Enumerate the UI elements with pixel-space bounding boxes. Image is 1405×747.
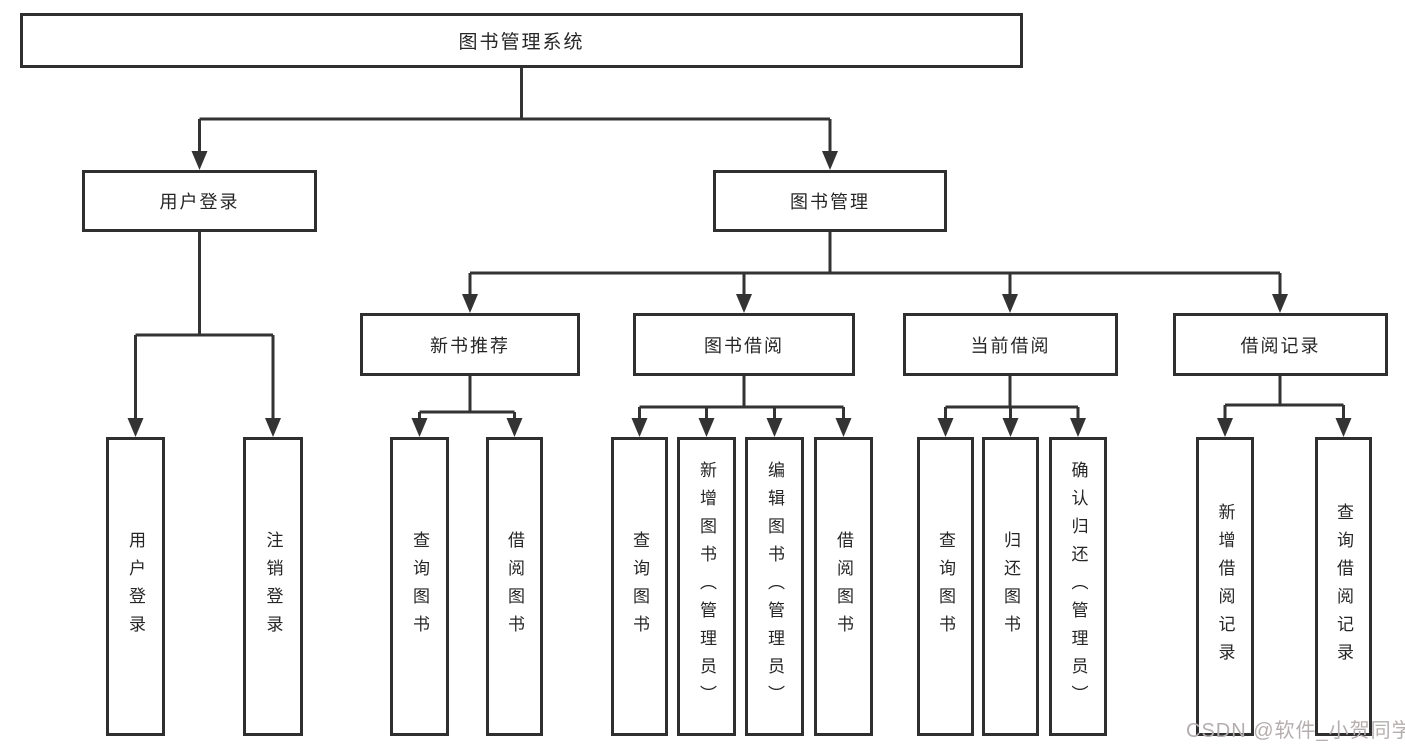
arrow-down-icon xyxy=(736,294,752,313)
leaf-logout-login: 注销登录 xyxy=(243,437,303,736)
arrow-down-icon xyxy=(631,418,648,437)
arrow-down-icon xyxy=(766,418,783,437)
node-new-book-recommend: 新书推荐 xyxy=(360,313,580,376)
arrow-down-icon xyxy=(127,418,144,437)
arrow-down-icon xyxy=(265,418,281,437)
node-borrow-record: 借阅记录 xyxy=(1173,313,1388,376)
node-root-library-system: 图书管理系统 xyxy=(20,13,1023,68)
arrow-down-icon xyxy=(937,418,954,437)
csdn-watermark: CSDN @软件_小贺同学 xyxy=(1186,720,1405,742)
node-user-login: 用户登录 xyxy=(82,170,317,232)
leaf-bb-edit-book-admin: 编辑图书（管理员） xyxy=(745,437,804,736)
leaf-nb-query-book: 查询图书 xyxy=(390,437,449,736)
arrow-down-icon xyxy=(462,294,478,313)
arrow-down-icon xyxy=(1070,418,1086,437)
arrow-down-icon xyxy=(191,151,208,170)
arrow-down-icon xyxy=(835,418,852,437)
arrow-down-icon xyxy=(698,418,715,437)
arrow-down-icon xyxy=(1335,418,1352,437)
arrow-down-icon xyxy=(1002,294,1018,313)
leaf-cb-return-book: 归还图书 xyxy=(982,437,1039,736)
arrow-down-icon xyxy=(506,418,523,437)
node-book-borrow: 图书借阅 xyxy=(633,313,855,376)
leaf-br-add-record: 新增借阅记录 xyxy=(1196,437,1254,736)
arrow-down-icon xyxy=(1272,294,1288,313)
arrow-down-icon xyxy=(822,151,838,170)
leaf-bb-borrow-book: 借阅图书 xyxy=(814,437,873,736)
node-book-management: 图书管理 xyxy=(713,170,947,232)
arrow-down-icon xyxy=(411,418,428,437)
leaf-nb-borrow-book: 借阅图书 xyxy=(486,437,543,736)
leaf-bb-add-book-admin: 新增图书（管理员） xyxy=(677,437,736,736)
leaf-br-query-record: 查询借阅记录 xyxy=(1315,437,1372,736)
leaf-cb-confirm-return-admin: 确认归还（管理员） xyxy=(1049,437,1107,736)
leaf-cb-query-book: 查询图书 xyxy=(917,437,974,736)
node-current-borrow: 当前借阅 xyxy=(903,313,1118,376)
leaf-user-login: 用户登录 xyxy=(106,437,165,736)
arrow-down-icon xyxy=(1002,418,1019,437)
arrow-down-icon xyxy=(1217,418,1233,437)
leaf-bb-query-book: 查询图书 xyxy=(611,437,668,736)
